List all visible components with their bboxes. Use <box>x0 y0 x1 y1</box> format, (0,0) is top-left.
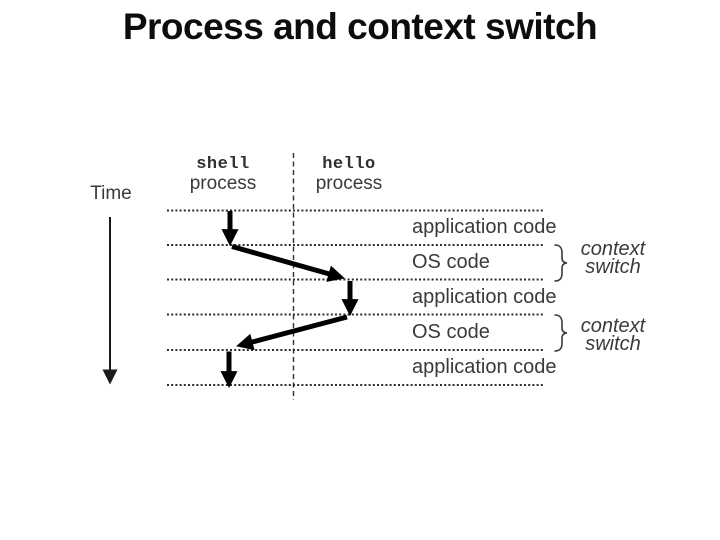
hello-process-name: hello <box>322 155 376 174</box>
context-switch-annotation-1-line1: context <box>580 238 646 260</box>
band-label-os-code-2: OS code <box>412 321 490 343</box>
execution-flow-arrows <box>220 211 359 389</box>
band-label-application-code-1: application code <box>412 216 557 238</box>
context-switch-annotation-2: context switch <box>570 315 656 355</box>
context-switch-brace-2 <box>554 314 568 352</box>
time-axis-label: Time <box>90 183 132 204</box>
flow-arrow-switch-to-hello <box>231 244 345 282</box>
context-switch-braces <box>554 244 568 352</box>
context-switch-annotation-2-line2: switch <box>585 333 641 355</box>
shell-process-sublabel: process <box>189 173 257 194</box>
shell-process-name: shell <box>196 155 250 174</box>
band-label-application-code-2: application code <box>412 286 557 308</box>
hello-process-column-header: hello process <box>306 155 392 194</box>
hello-process-sublabel: process <box>315 173 383 194</box>
shell-process-column-header: shell process <box>180 155 266 194</box>
flow-arrow-switch-to-shell <box>236 314 348 351</box>
context-switch-annotation-1-line2: switch <box>585 256 641 278</box>
context-switch-annotation-2-line1: context <box>580 315 646 337</box>
context-switch-annotation-1: context switch <box>570 238 656 278</box>
page-title: Process and context switch <box>122 6 598 47</box>
context-switch-brace-1 <box>554 244 568 282</box>
band-label-application-code-3: application code <box>412 356 557 378</box>
band-label-os-code-1: OS code <box>412 251 490 273</box>
